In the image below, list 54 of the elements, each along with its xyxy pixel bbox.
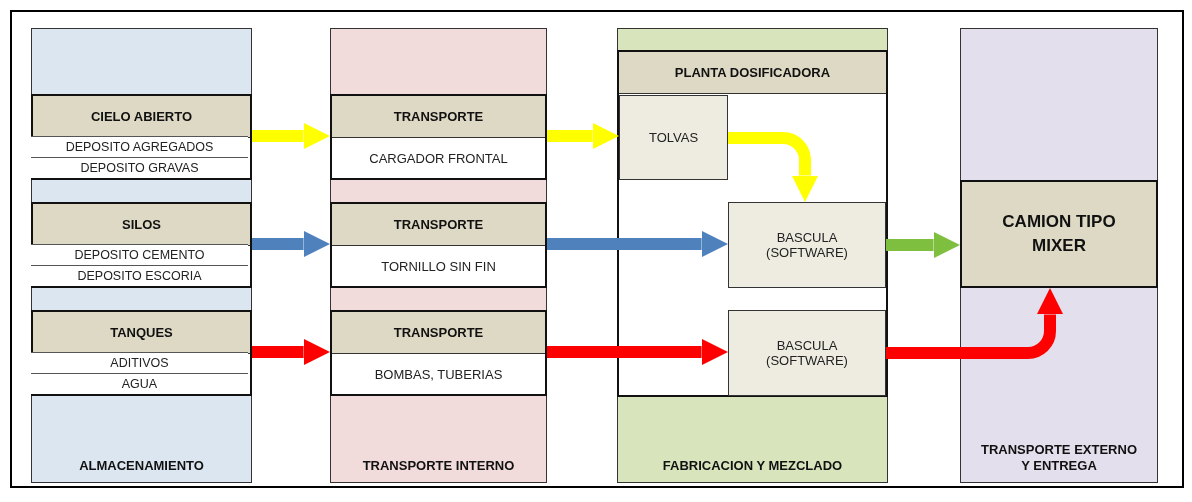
- storage-item-row: [31, 244, 248, 265]
- box-text: TOLVAS: [647, 130, 700, 145]
- storage-item-row: [31, 157, 248, 178]
- transport-box: [330, 202, 547, 288]
- block-arrow: [728, 132, 819, 202]
- storage-column: [31, 28, 252, 483]
- storage-item-row: [31, 373, 248, 394]
- group-heading: PLANTA DOSIFICADORA: [619, 52, 886, 94]
- box-text: BASCULA (SOFTWARE): [765, 230, 849, 260]
- delivery-column: [960, 28, 1158, 483]
- block-arrow: [547, 338, 728, 366]
- storage-group: [31, 202, 252, 288]
- group-heading: SILOS: [33, 204, 250, 246]
- item-text: DEPOSITO GRAVAS: [80, 161, 199, 175]
- block-arrow: [252, 122, 330, 150]
- column-label: TRANSPORTE INTERNO: [361, 458, 516, 474]
- column-label: FABRICACION Y MEZCLADO: [661, 458, 844, 474]
- block-arrow: [547, 230, 728, 258]
- item-text: DEPOSITO ESCORIA: [77, 269, 202, 283]
- box-text: TORNILLO SIN FIN: [380, 257, 497, 276]
- column-label: TRANSPORTE EXTERNO Y ENTREGA: [980, 442, 1138, 474]
- box-text: BOMBAS, TUBERIAS: [373, 365, 504, 384]
- group-heading: CIELO ABIERTO: [33, 96, 250, 138]
- storage-item-row: [31, 136, 248, 157]
- process-box: [728, 310, 886, 396]
- group-heading: TRANSPORTE: [332, 96, 545, 138]
- plant-box: [617, 50, 888, 397]
- block-arrow: [252, 230, 330, 258]
- manufacturing-column: [617, 28, 888, 483]
- box-text: CARGADOR FRONTAL: [368, 149, 509, 168]
- storage-group: [31, 310, 252, 396]
- item-text: ADITIVOS: [110, 356, 169, 370]
- group-heading: TRANSPORTE: [332, 312, 545, 354]
- item-text: AGUA: [121, 377, 158, 391]
- group-heading: TRANSPORTE: [332, 204, 545, 246]
- item-text: DEPOSITO AGREGADOS: [65, 140, 214, 154]
- process-box: [728, 202, 886, 288]
- block-arrow: [886, 231, 960, 259]
- process-box: [960, 180, 1158, 288]
- process-box: [619, 95, 728, 180]
- column-label: ALMACENAMIENTO: [78, 458, 205, 474]
- block-arrow: [886, 288, 1064, 359]
- group-heading: TANQUES: [33, 312, 250, 354]
- box-text: BASCULA (SOFTWARE): [765, 338, 849, 368]
- storage-group: [31, 94, 252, 180]
- block-arrow: [547, 122, 619, 150]
- transport-column: [330, 28, 547, 483]
- transport-box: [330, 94, 547, 180]
- transport-box: [330, 310, 547, 396]
- block-arrow: [252, 338, 330, 366]
- storage-item-row: [31, 265, 248, 286]
- storage-item-row: [31, 352, 248, 373]
- item-text: DEPOSITO CEMENTO: [74, 248, 205, 262]
- box-text: CAMION TIPO MIXER: [1001, 211, 1117, 257]
